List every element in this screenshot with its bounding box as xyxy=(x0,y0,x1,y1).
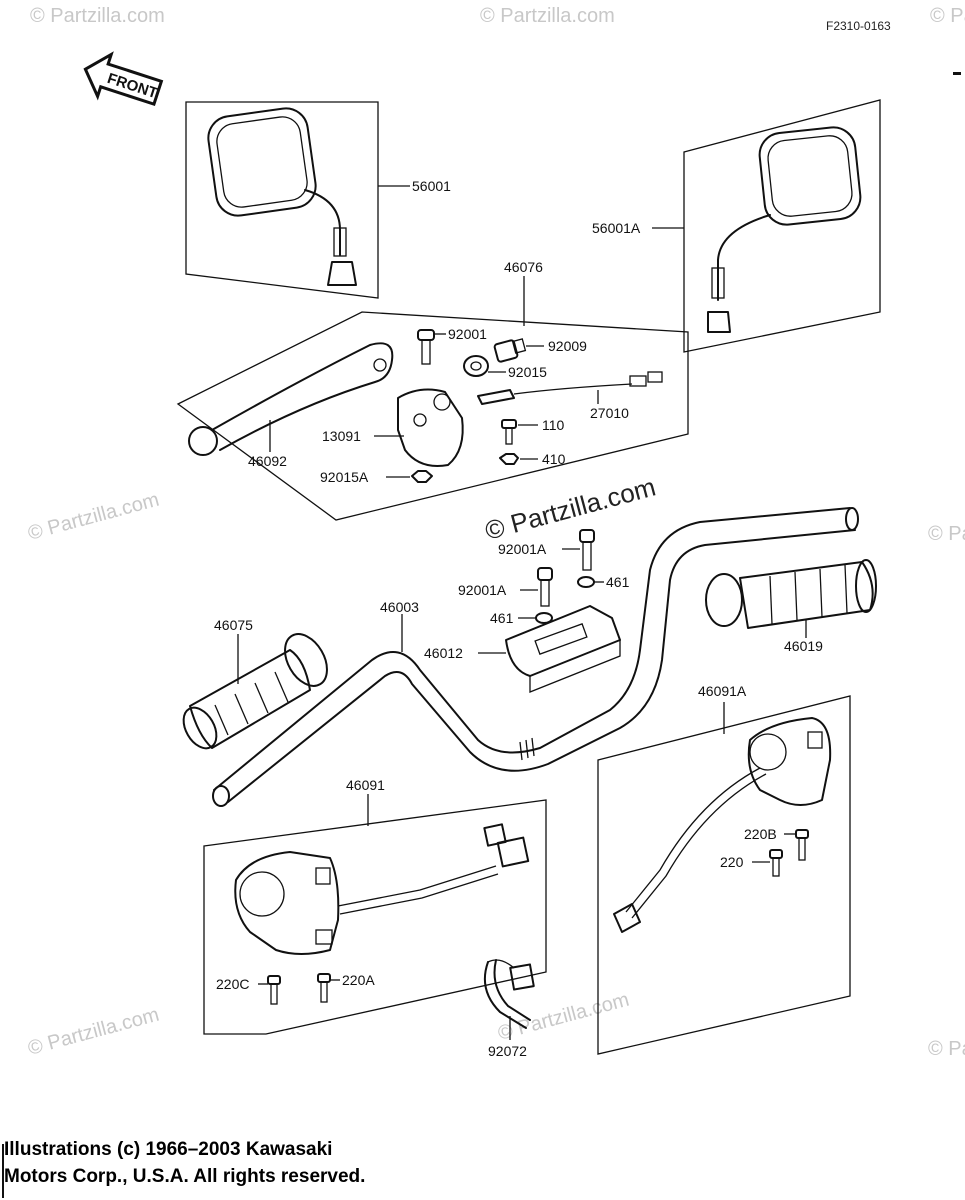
label-92072: 92072 xyxy=(488,1043,527,1059)
panel-left-mirror xyxy=(185,101,379,299)
grip-46075 xyxy=(182,633,328,750)
label-220C: 220C xyxy=(216,976,249,992)
label-27010: 27010 xyxy=(590,405,629,421)
switch-27010 xyxy=(477,371,663,405)
label-92001A-top: 92001A xyxy=(498,541,547,557)
label-220: 220 xyxy=(720,854,744,870)
label-220B: 220B xyxy=(744,826,777,842)
label-46019: 46019 xyxy=(784,638,823,654)
bolt-92001A-lower xyxy=(537,567,553,607)
panel-right-mirror xyxy=(683,99,881,353)
screw-220B xyxy=(795,829,809,861)
copyright-line-2: Motors Corp., U.S.A. All rights reserved… xyxy=(4,1166,366,1187)
left-switch-housing xyxy=(234,823,530,955)
label-92001A-mid: 92001A xyxy=(458,582,507,598)
clamp-92072 xyxy=(484,959,535,1029)
watermark-mid-left: © Partzilla.com xyxy=(26,489,162,545)
label-46076: 46076 xyxy=(504,259,543,275)
nut-410 xyxy=(499,453,519,465)
label-410: 410 xyxy=(542,451,566,467)
left-mirror xyxy=(207,107,357,286)
label-46091: 46091 xyxy=(346,777,385,793)
label-56001A: 56001A xyxy=(592,220,641,236)
clutch-lever xyxy=(188,342,394,456)
watermark-mid-right: © Partzilla.com xyxy=(928,523,965,545)
label-46012: 46012 xyxy=(424,645,463,661)
panel-clutch-lever xyxy=(176,311,689,521)
grip-46019 xyxy=(705,559,877,629)
watermark-top-left: © Partzilla.com xyxy=(30,5,165,27)
label-92001: 92001 xyxy=(448,326,487,342)
watermark-bottom-right: © Partzilla.com xyxy=(928,1038,965,1060)
screw-220C xyxy=(267,975,281,1005)
copyright-line-1: Illustrations (c) 1966–2003 Kawasaki xyxy=(4,1139,333,1160)
label-13091: 13091 xyxy=(322,428,361,444)
washer-461-left xyxy=(535,612,553,624)
watermark-top-center: © Partzilla.com xyxy=(480,5,615,27)
label-46092: 46092 xyxy=(248,453,287,469)
label-46091A: 46091A xyxy=(698,683,747,699)
adjuster-92009 xyxy=(493,338,527,363)
label-46075: 46075 xyxy=(214,617,253,633)
front-arrow-icon: FRONT xyxy=(83,51,164,107)
washer-461-right xyxy=(577,576,595,588)
nut-92015 xyxy=(463,355,489,377)
label-461-right: 461 xyxy=(606,574,630,590)
watermark-bottom-center: © Partzilla.com xyxy=(496,989,632,1045)
watermark-center: © Partzilla.com xyxy=(482,471,659,545)
lever-holder xyxy=(397,388,464,467)
panel-right-switch xyxy=(597,695,851,1055)
nut-92015A xyxy=(411,470,433,483)
watermark-top-right: © Partzilla.com xyxy=(930,5,965,27)
reference-code: F2310-0163 xyxy=(826,19,891,33)
label-92015A: 92015A xyxy=(320,469,369,485)
margin-mark xyxy=(953,72,961,75)
bolt-92001A-upper xyxy=(579,529,595,571)
right-mirror xyxy=(707,126,862,333)
screw-220 xyxy=(769,849,783,877)
screw-220A xyxy=(317,973,331,1003)
watermark-bottom-left: © Partzilla.com xyxy=(26,1004,162,1060)
screw-110 xyxy=(501,419,517,445)
handlebar-46003 xyxy=(212,507,859,807)
label-110: 110 xyxy=(542,417,565,433)
label-220A: 220A xyxy=(342,972,375,988)
label-46003: 46003 xyxy=(380,599,419,615)
holder-46012 xyxy=(505,605,621,693)
label-92009: 92009 xyxy=(548,338,587,354)
label-56001: 56001 xyxy=(412,178,451,194)
panel-left-switch xyxy=(203,799,547,1035)
right-switch-housing xyxy=(613,717,832,933)
label-92015: 92015 xyxy=(508,364,547,380)
left-margin-mark xyxy=(2,1144,4,1198)
bolt-92001 xyxy=(417,329,435,365)
label-461-left: 461 xyxy=(490,610,514,626)
